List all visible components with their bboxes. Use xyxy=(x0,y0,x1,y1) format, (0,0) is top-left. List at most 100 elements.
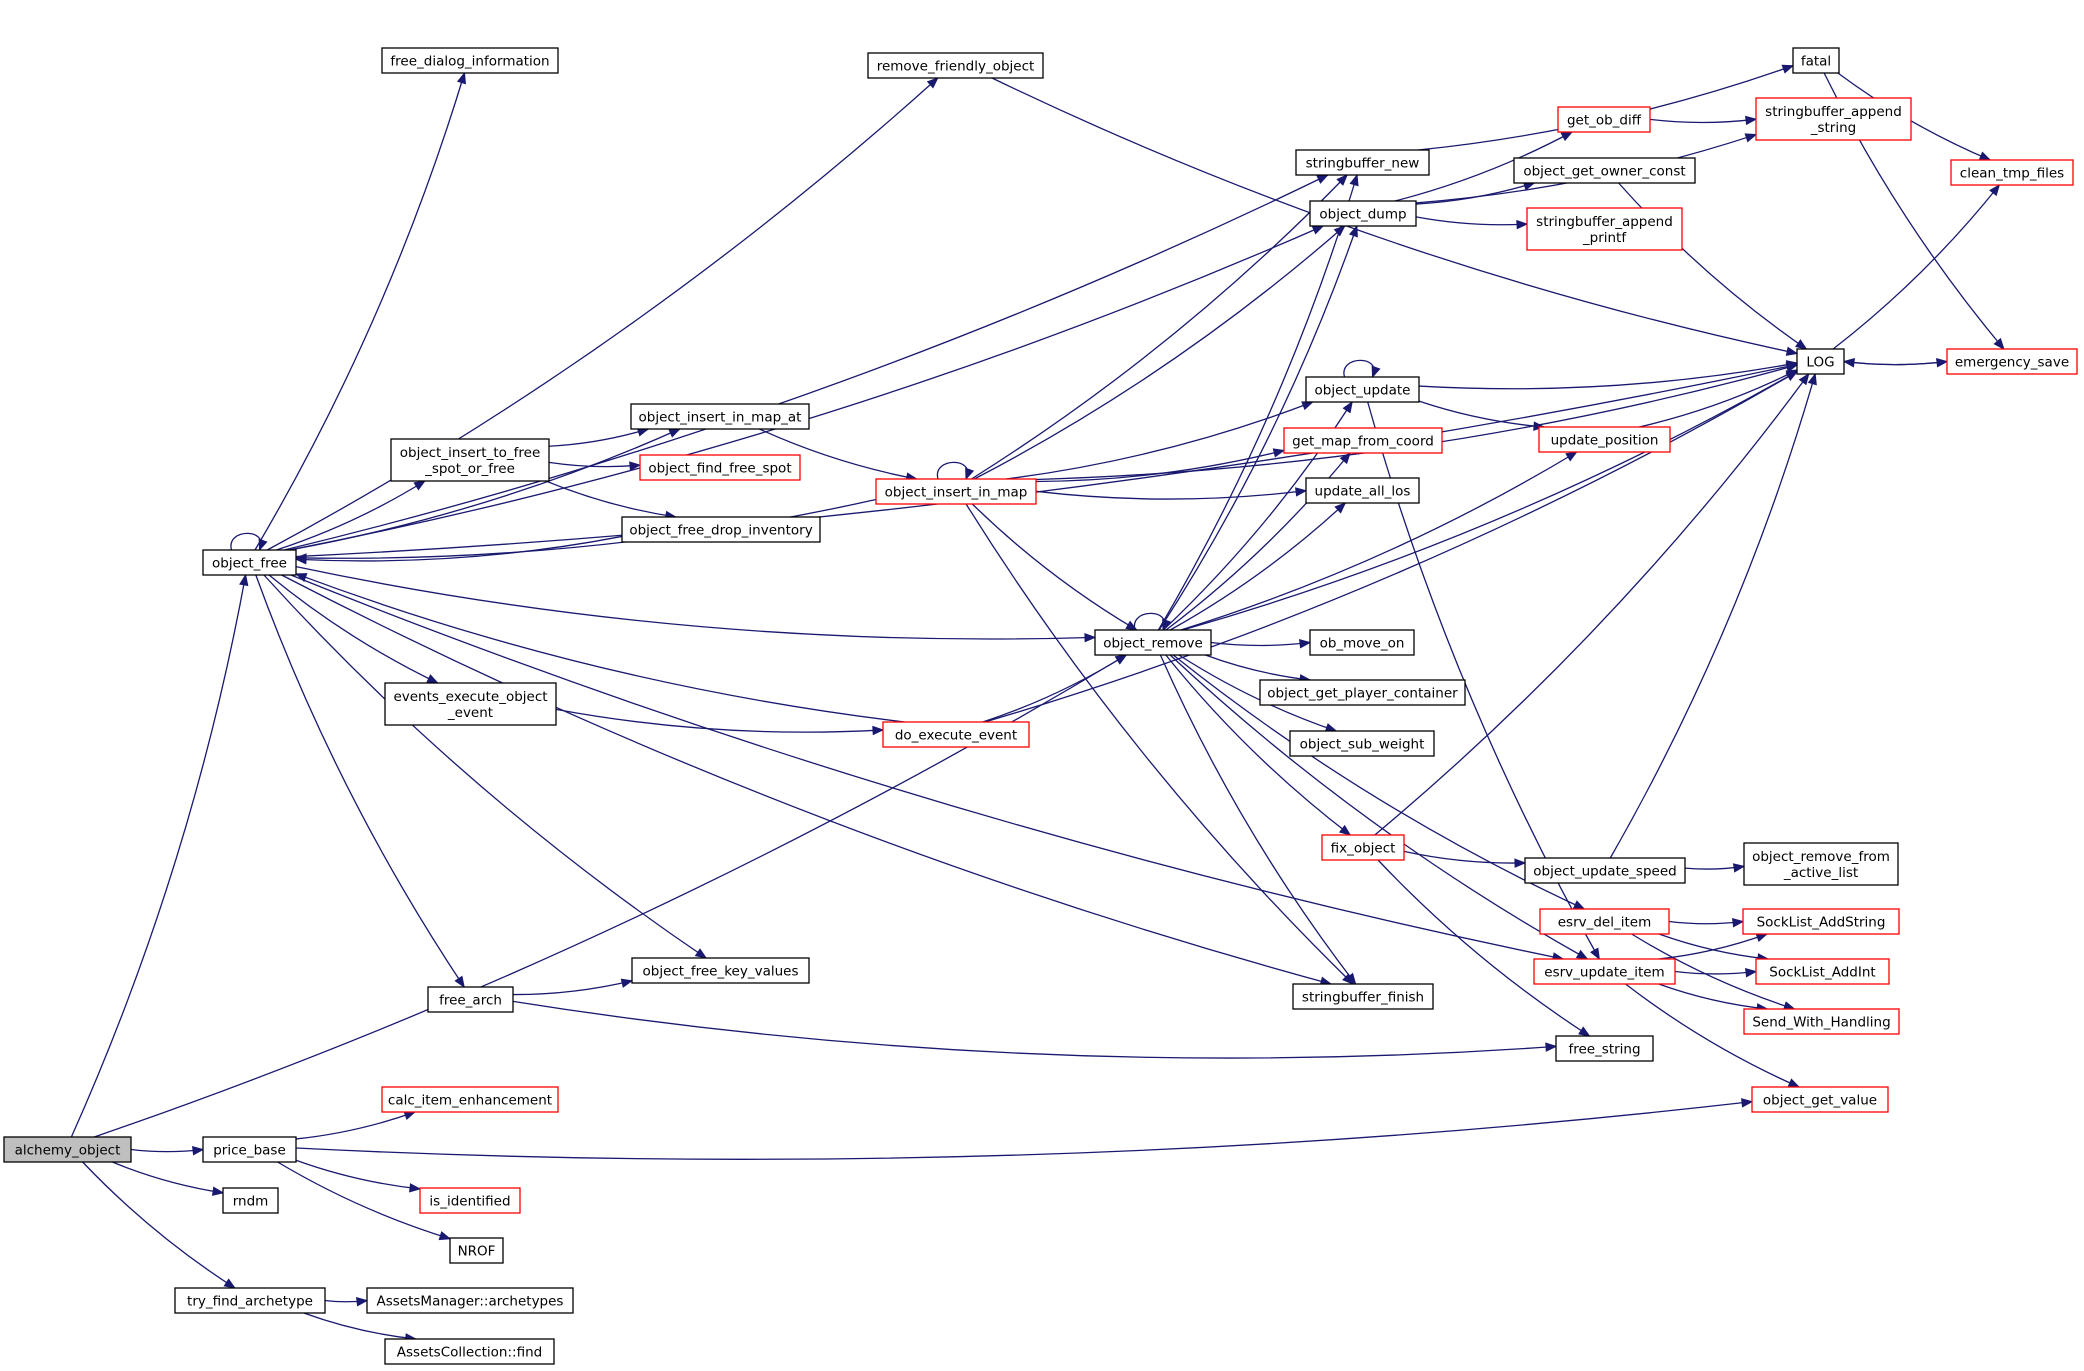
node-update-all-los[interactable]: update_all_los xyxy=(1305,477,1420,504)
node-object-insert-to-free-spot-or-free[interactable]: object_insert_to_free_spot_or_free xyxy=(390,438,550,482)
edge-update_position-to-LOG xyxy=(1638,369,1799,428)
node-object-free-key-values[interactable]: object_free_key_values xyxy=(631,957,810,984)
node-label: update_all_los xyxy=(1315,484,1411,500)
node-object-remove[interactable]: object_remove xyxy=(1094,629,1212,656)
node-object-get-value[interactable]: object_get_value xyxy=(1751,1086,1889,1113)
edge-alchemy_object-to-try_find_archetype xyxy=(82,1161,237,1289)
node-stringbuffer-append-printf[interactable]: stringbuffer_append_printf xyxy=(1526,207,1683,251)
node-label: is_identified xyxy=(429,1194,510,1210)
edge-object_update-to-update_position xyxy=(1418,400,1546,431)
edge-object_remove-to-update_all_los xyxy=(1169,502,1347,631)
edges-layer xyxy=(70,64,2005,1343)
edge-object_free-to-stringbuffer_new xyxy=(284,174,1329,551)
node-label: emergency_save xyxy=(1955,355,2069,371)
edge-object_dump-to-object_get_owner_const xyxy=(1415,181,1536,205)
node-fatal[interactable]: fatal xyxy=(1792,47,1840,74)
node-free-string[interactable]: free_string xyxy=(1555,1035,1654,1062)
edge-fix_object-to-free_string xyxy=(1377,859,1591,1037)
node-object-insert-in-map[interactable]: object_insert_in_map xyxy=(875,478,1037,505)
node-object-free[interactable]: object_free xyxy=(202,549,297,576)
node-rndm[interactable]: rndm xyxy=(222,1187,279,1214)
edge-object_update-to-object_update xyxy=(1343,359,1381,379)
edge-object_insert_to_free_spot_or_free-to-object_free_drop_inventory xyxy=(545,480,678,521)
node-get-ob-diff[interactable]: get_ob_diff xyxy=(1557,106,1651,133)
node-label: _string xyxy=(1810,120,1857,136)
node-label: SockList_AddInt xyxy=(1769,965,1875,981)
node-send-with-handling[interactable]: Send_With_Handling xyxy=(1743,1008,1900,1035)
node-price-base[interactable]: price_base xyxy=(202,1136,297,1163)
node-try-find-archetype[interactable]: try_find_archetype xyxy=(174,1287,326,1314)
node-label: object_free_key_values xyxy=(642,964,798,980)
node-label: object_insert_to_free xyxy=(400,445,541,461)
edge-price_base-to-is_identified xyxy=(295,1159,422,1193)
edge-object_remove-to-update_position xyxy=(1180,451,1578,631)
edge-esrv_update_item-to-SockList_AddString xyxy=(1658,933,1769,960)
node-fix-object[interactable]: fix_object xyxy=(1321,834,1405,861)
edge-try_find_archetype-to-AssetsCollection_find xyxy=(303,1312,418,1343)
node-label: Send_With_Handling xyxy=(1752,1015,1890,1031)
edge-object_free-to-free_dialog_information xyxy=(254,71,466,551)
node-esrv-del-item[interactable]: esrv_del_item xyxy=(1539,908,1670,935)
node-object-update[interactable]: object_update xyxy=(1305,376,1420,403)
edge-alchemy_object-to-rndm xyxy=(112,1161,225,1196)
node-stringbuffer-finish[interactable]: stringbuffer_finish xyxy=(1292,983,1434,1010)
node-clean-tmp-files[interactable]: clean_tmp_files xyxy=(1950,159,2074,186)
edge-try_find_archetype-to-AssetsManager_archetypes xyxy=(324,1297,369,1307)
edge-object_free-to-remove_friendly_object xyxy=(266,77,939,551)
node-events-execute-object-event[interactable]: events_execute_object_event xyxy=(384,682,557,726)
node-do-execute-event[interactable]: do_execute_event xyxy=(882,721,1030,748)
node-label: object_insert_in_map xyxy=(885,485,1028,501)
edge-esrv_del_item-to-SockList_AddString xyxy=(1668,918,1745,928)
node-calc-item-enhancement[interactable]: calc_item_enhancement xyxy=(381,1086,559,1113)
edge-object_remove-to-stringbuffer_finish xyxy=(1159,654,1357,986)
node-socklist-addstring[interactable]: SockList_AddString xyxy=(1742,908,1900,935)
node-object-update-speed[interactable]: object_update_speed xyxy=(1524,857,1686,884)
node-esrv-update-item[interactable]: esrv_update_item xyxy=(1533,958,1676,985)
node-label: free_string xyxy=(1568,1042,1640,1058)
node-object-sub-weight[interactable]: object_sub_weight xyxy=(1289,730,1435,757)
node-remove-friendly-object[interactable]: remove_friendly_object xyxy=(867,52,1044,79)
edge-alchemy_object-to-price_base xyxy=(130,1146,205,1156)
edge-do_execute_event-to-object_free xyxy=(294,573,905,723)
node-stringbuffer-new[interactable]: stringbuffer_new xyxy=(1295,149,1430,176)
node-label: ob_move_on xyxy=(1320,636,1405,652)
node-free-arch[interactable]: free_arch xyxy=(427,986,514,1013)
edge-object_free-to-object_remove xyxy=(295,565,1097,643)
node-label: object_remove_from xyxy=(1752,849,1890,865)
edge-object_free-to-object_dump xyxy=(289,225,1325,551)
node-update-position[interactable]: update_position xyxy=(1538,426,1671,453)
node-object-remove-from-active-list[interactable]: object_remove_from_active_list xyxy=(1743,842,1899,886)
node-socklist-addint[interactable]: SockList_AddInt xyxy=(1755,958,1890,985)
node-label: _spot_or_free xyxy=(424,461,515,477)
node-object-free-drop-inventory[interactable]: object_free_drop_inventory xyxy=(621,516,821,543)
node-log[interactable]: LOG xyxy=(1796,348,1845,375)
node-is-identified[interactable]: is_identified xyxy=(419,1187,521,1214)
node-nrof[interactable]: NROF xyxy=(449,1237,504,1264)
edge-esrv_update_item-to-SockList_AddInt xyxy=(1674,968,1758,978)
node-label: price_base xyxy=(213,1143,286,1159)
node-label: free_dialog_information xyxy=(390,54,549,70)
edge-object_remove-to-stringbuffer_new xyxy=(1157,173,1359,631)
edge-price_base-to-NROF xyxy=(277,1161,452,1241)
node-assetscollection-find[interactable]: AssetsCollection::find xyxy=(384,1338,555,1365)
node-object-get-player-container[interactable]: object_get_player_container xyxy=(1259,679,1466,706)
node-object-find-free-spot[interactable]: object_find_free_spot xyxy=(639,454,801,481)
node-emergency-save[interactable]: emergency_save xyxy=(1946,348,2078,375)
node-label: stringbuffer_finish xyxy=(1302,990,1424,1006)
edge-object_insert_in_map-to-object_insert_in_map xyxy=(936,461,975,481)
node-object-insert-in-map-at[interactable]: object_insert_in_map_at xyxy=(630,403,810,430)
node-free-dialog-information[interactable]: free_dialog_information xyxy=(381,47,559,74)
node-object-dump[interactable]: object_dump xyxy=(1309,200,1417,227)
node-assetsmanager-archetypes[interactable]: AssetsManager::archetypes xyxy=(366,1287,574,1314)
node-alchemy-object[interactable]: alchemy_object xyxy=(3,1136,132,1163)
node-object-get-owner-const[interactable]: object_get_owner_const xyxy=(1513,157,1696,184)
node-get-map-from-coord[interactable]: get_map_from_coord xyxy=(1283,427,1443,454)
node-label: update_position xyxy=(1551,433,1659,449)
node-stringbuffer-append-string[interactable]: stringbuffer_append_string xyxy=(1755,97,1912,141)
node-label: stringbuffer_new xyxy=(1306,156,1420,172)
node-ob-move-on[interactable]: ob_move_on xyxy=(1309,629,1415,656)
edge-object_insert_to_free_spot_or_free-to-object_insert_in_map_at xyxy=(548,427,650,447)
edge-esrv_del_item-to-SockList_AddInt xyxy=(1658,933,1770,963)
edge-LOG-to-clean_tmp_files xyxy=(1832,183,2001,350)
